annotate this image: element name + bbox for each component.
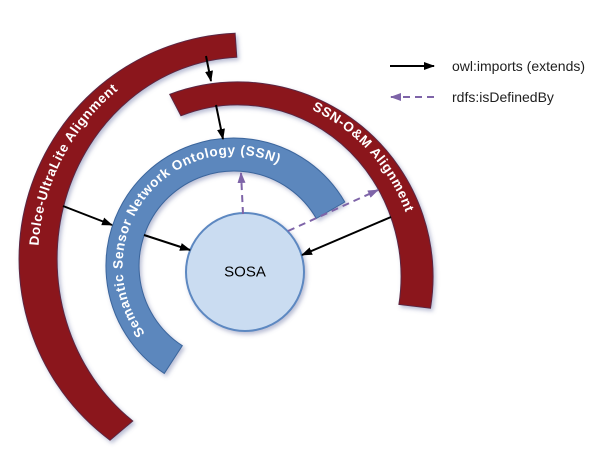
sosa-label: SOSA [224,264,266,281]
isdefinedby-arrow-sosa-to-ssnom [287,189,379,232]
ssn-om-alignment-arc [168,81,434,309]
sosa-circle [185,212,305,332]
imports-arrow-dolce-to-ssn [62,205,113,226]
imports-arrow-ssnom-to-sosa [301,216,392,256]
isdefinedby-arrow-sosa-to-ssn [237,172,246,215]
legend-isdefinedby-label: rdfs:isDefinedBy [452,89,554,105]
imports-arrow-ssnom-to-ssn [215,104,225,140]
ssn-ontology-arc [105,137,346,375]
legend-imports-label: owl:imports (extends) [452,58,585,74]
imports-arrow-ssn-to-sosa [143,234,191,251]
legend: owl:imports (extends) rdfs:isDefinedBy [390,58,585,105]
imports-arrow-dolce-to-ssnom [205,55,213,82]
dolce-ultralite-arc [18,32,238,441]
